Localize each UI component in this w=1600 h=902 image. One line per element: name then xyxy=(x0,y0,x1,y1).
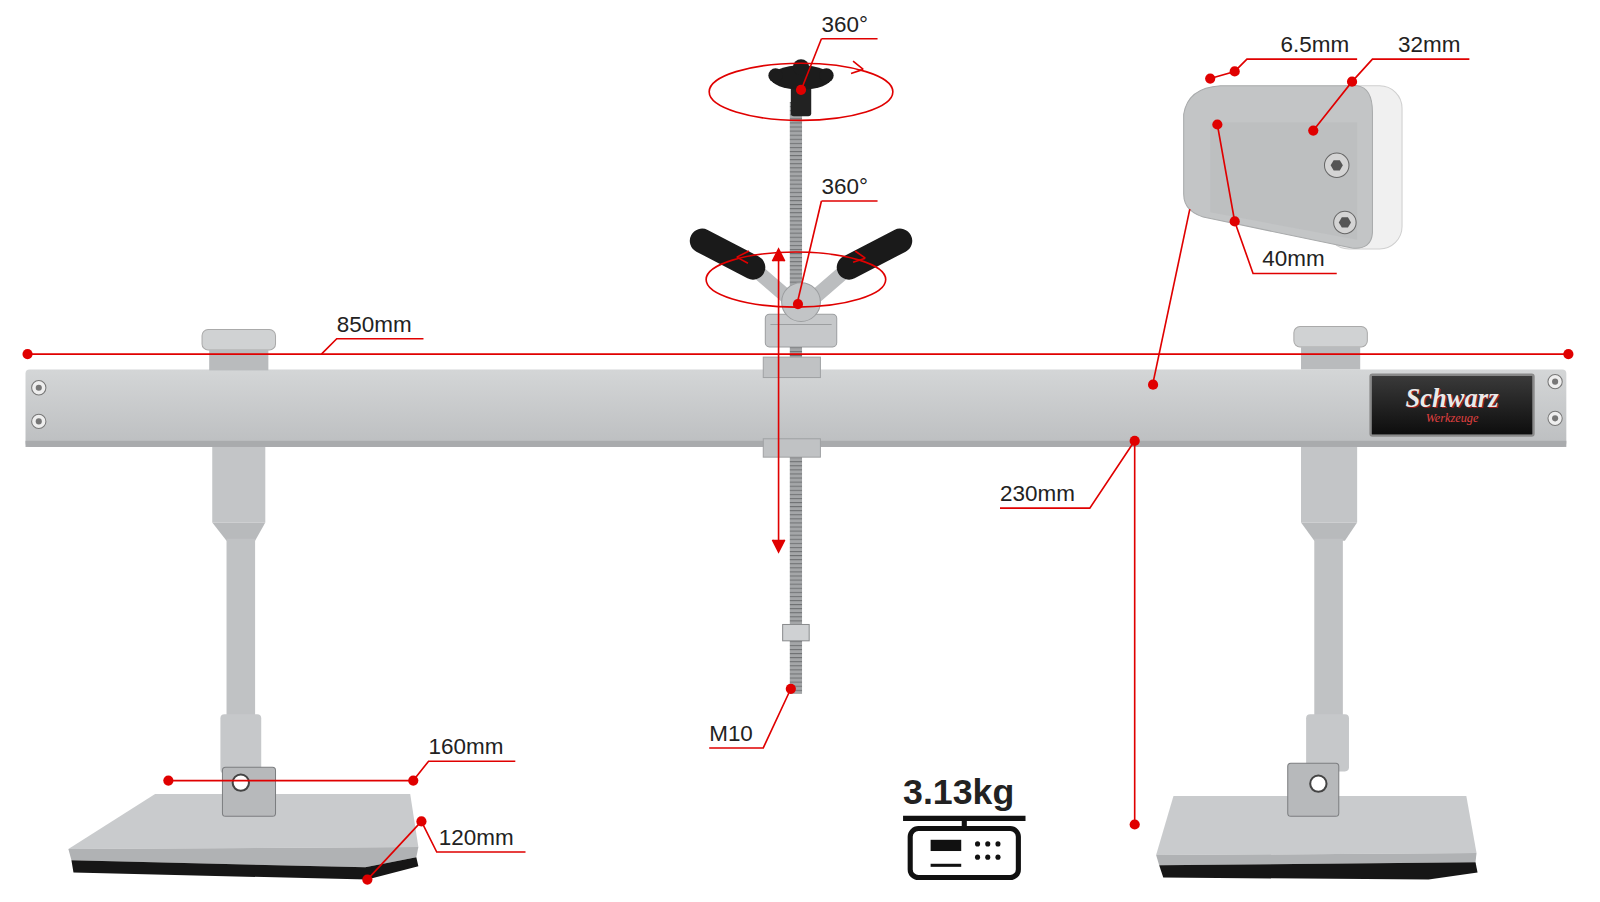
brand-name: Schwarz xyxy=(1406,384,1499,412)
rotation-label: 360° xyxy=(821,176,867,198)
left-leg xyxy=(68,446,418,880)
dimension-label: 850mm xyxy=(337,313,412,335)
thread-label: M10 xyxy=(709,722,753,744)
dimension-label: 40mm xyxy=(1262,248,1324,270)
dimension-label: 32mm xyxy=(1398,34,1460,56)
bracket-inset xyxy=(1184,86,1402,249)
brand-logo: SchwarzWerkzeuge xyxy=(1369,373,1534,436)
right-leg xyxy=(1156,446,1477,880)
dimension-label: 6.5mm xyxy=(1281,34,1350,56)
handle xyxy=(702,241,900,347)
dimension-dots xyxy=(22,66,1573,884)
dimension-label: 230mm xyxy=(1000,483,1075,505)
dimension-label: 120mm xyxy=(439,827,514,849)
rotation-label: 360° xyxy=(821,13,867,35)
scale-icon xyxy=(903,818,1025,877)
brand-subtitle: Werkzeuge xyxy=(1426,412,1479,425)
dimension-lines xyxy=(28,39,1569,880)
top-knob xyxy=(768,59,833,116)
dimension-label: 160mm xyxy=(429,736,504,758)
weight-label: 3.13kg xyxy=(903,773,1014,809)
